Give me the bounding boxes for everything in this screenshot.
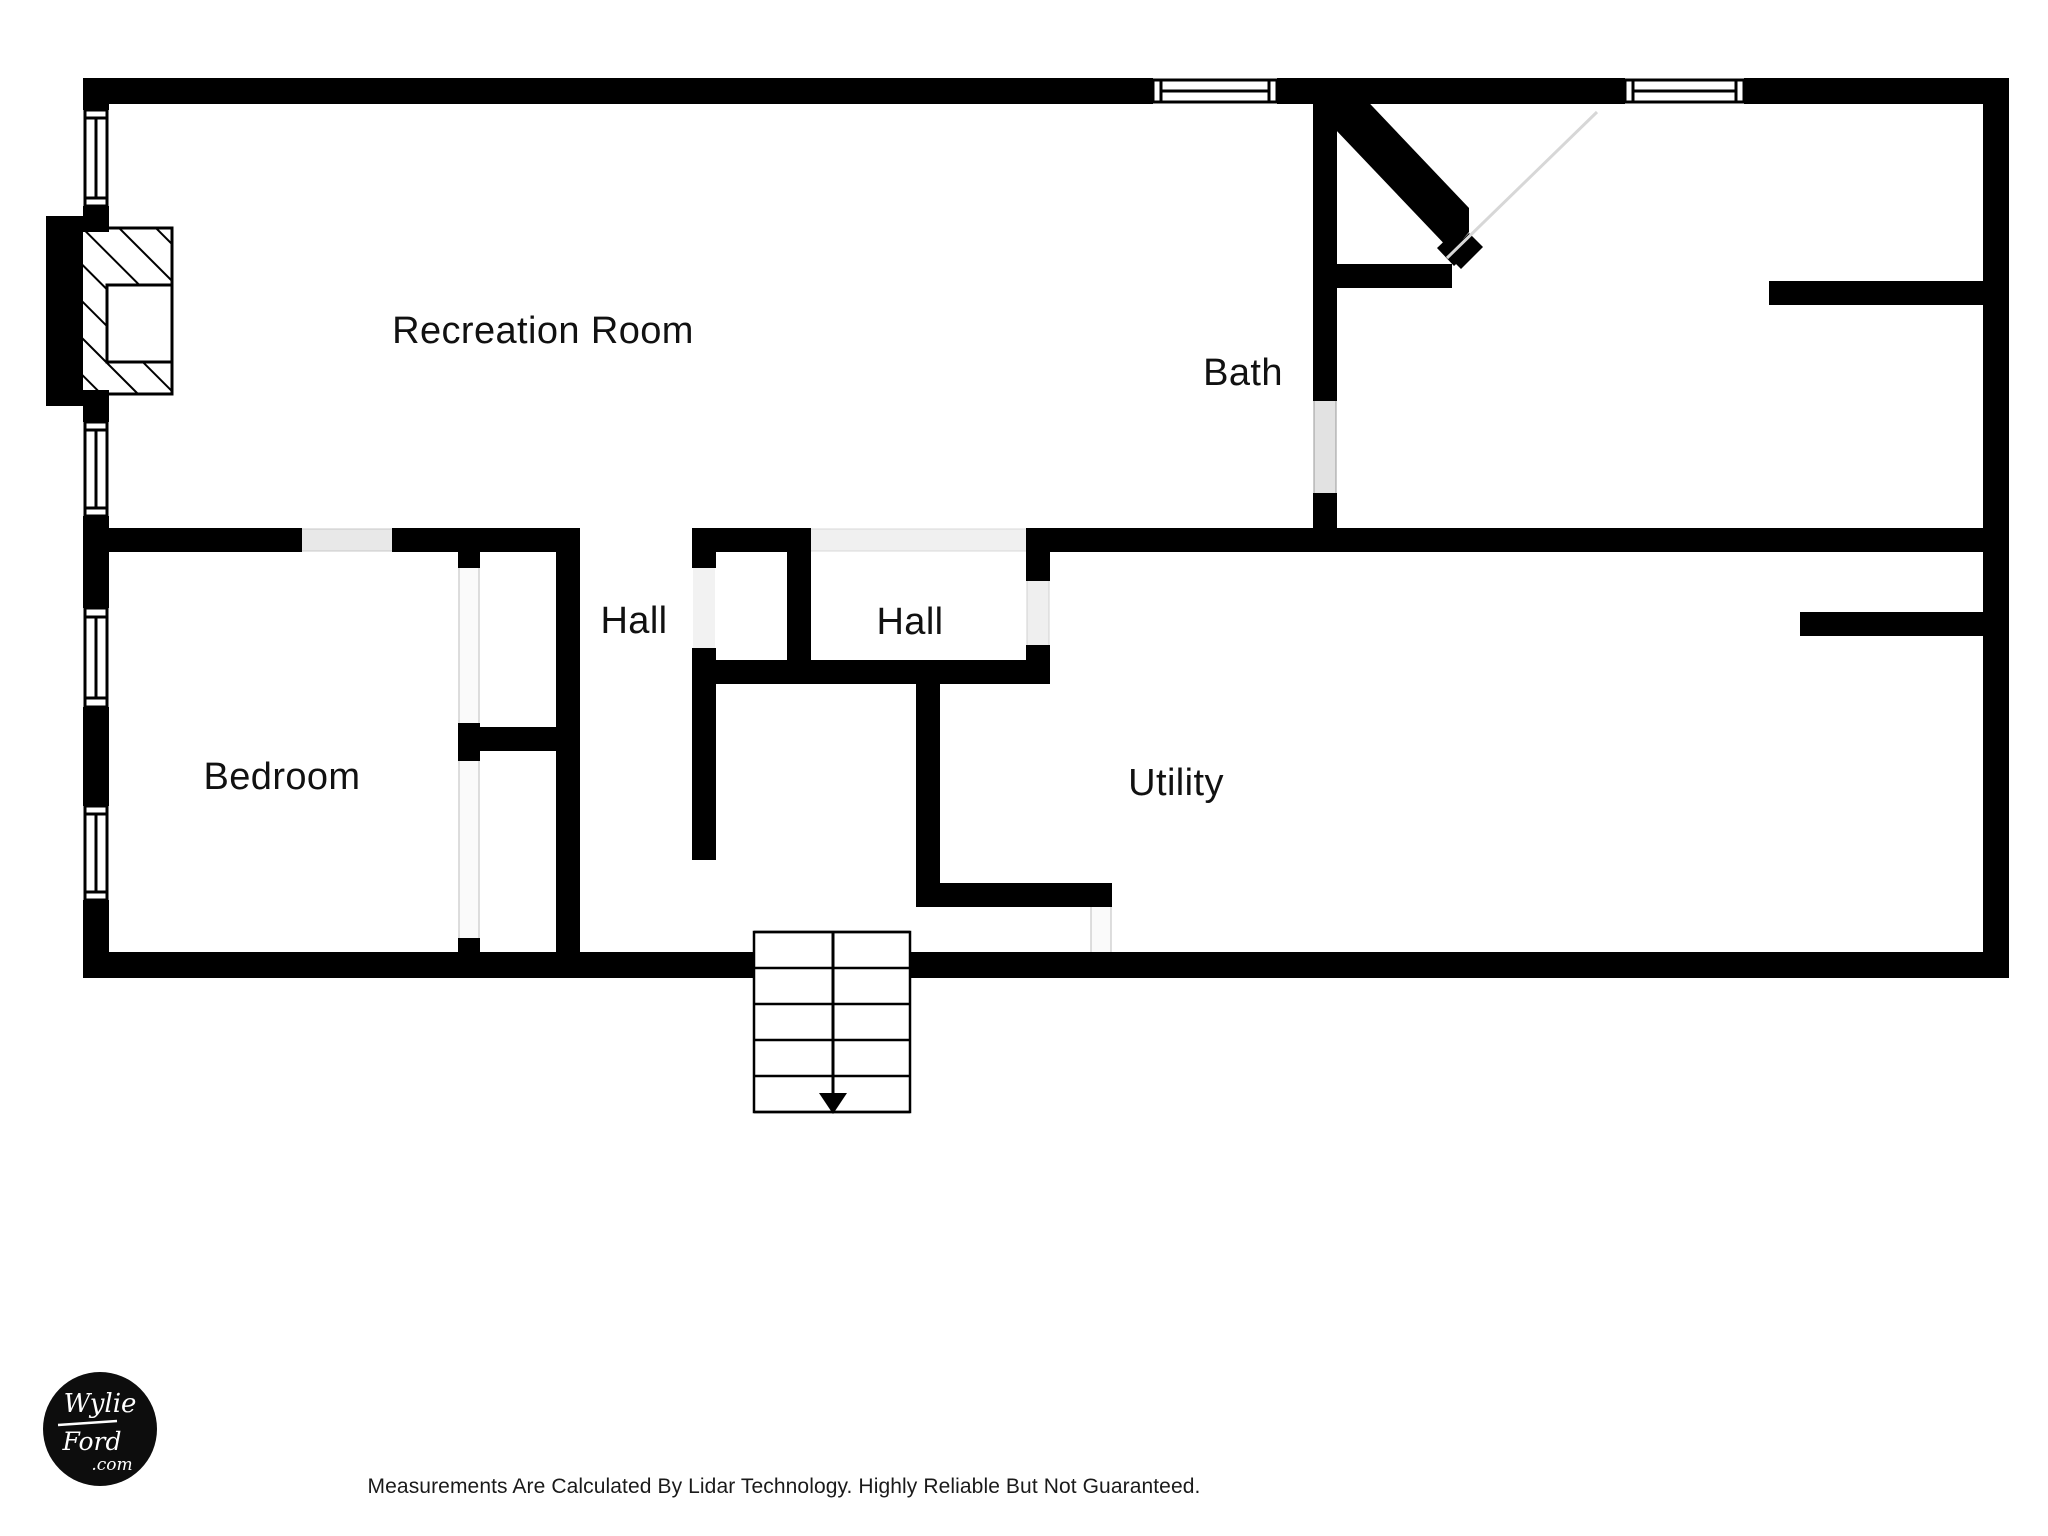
- window-group: [83, 78, 1746, 902]
- room-label-hall-left: Hall: [600, 600, 667, 642]
- window-left-bedroom-lower: [83, 804, 109, 902]
- room-label-bath: Bath: [1203, 352, 1283, 394]
- window-left-bedroom-upper: [83, 606, 109, 709]
- window-top-bath: [1623, 78, 1746, 104]
- logo-circle: [43, 1372, 157, 1486]
- logo-line-2: Ford: [62, 1427, 122, 1456]
- wall-bath-diagonal-upper: [1334, 88, 1469, 252]
- wall-rec-bedroom-right: [392, 528, 580, 552]
- wall-stair-jamb-bottom: [1090, 952, 1112, 978]
- room-label-recreation-room: Recreation Room: [392, 310, 694, 352]
- window-left-upper: [83, 108, 109, 208]
- wall-hall-bottom: [692, 660, 1050, 684]
- wylie-ford-logo[interactable]: Wylie Ford .com: [43, 1372, 157, 1486]
- room-label-hall-right: Hall: [876, 601, 943, 643]
- wall-bath-diagonal-jamb2: [1447, 233, 1483, 269]
- wall-bedroom-hall: [556, 528, 580, 978]
- wall-bath-closet-lower: [1800, 612, 1983, 636]
- wall-bedroom-closet-divider: [458, 727, 580, 751]
- wall-hall-left-west-upper: [692, 528, 716, 568]
- wall-stair-bottom: [916, 883, 1112, 907]
- wall-stair-utility: [916, 684, 940, 907]
- wall-bath-closet-stub: [1337, 264, 1452, 288]
- wall-utility-top: [1026, 528, 1983, 552]
- logo-line-3: .com: [91, 1455, 132, 1475]
- wall-stair-jamb: [1090, 883, 1112, 907]
- fireplace: [46, 216, 174, 406]
- wall-bedroom-closet-top: [458, 540, 480, 568]
- wall-bedroom-closet-bottom: [458, 938, 480, 978]
- room-label-bedroom: Bedroom: [204, 756, 361, 798]
- doorway-openings: [302, 401, 1337, 952]
- wall-rec-bedroom-left: [83, 528, 302, 552]
- doorway-bath-angled: [1445, 110, 1599, 260]
- room-labels: Recreation Room Bath Hall Hall Bedroom U…: [204, 310, 1283, 804]
- wall-hall-right-east-lower: [1026, 645, 1050, 684]
- window-left-middle: [83, 420, 109, 518]
- window-top-recreation: [1151, 78, 1279, 104]
- stairs: [752, 930, 912, 1114]
- wall-hall-divider: [787, 528, 811, 673]
- room-label-utility: Utility: [1128, 762, 1224, 804]
- wall-rec-bath: [1313, 104, 1337, 401]
- logo-line-1: Wylie: [64, 1389, 137, 1419]
- stair-direction-arrow: [819, 932, 847, 1114]
- interior-walls: [83, 88, 1983, 978]
- footer-disclaimer: Measurements Are Calculated By Lidar Tec…: [368, 1475, 1201, 1498]
- wall-bath-closet-upper: [1769, 281, 1983, 305]
- logo-divider: [57, 1419, 118, 1427]
